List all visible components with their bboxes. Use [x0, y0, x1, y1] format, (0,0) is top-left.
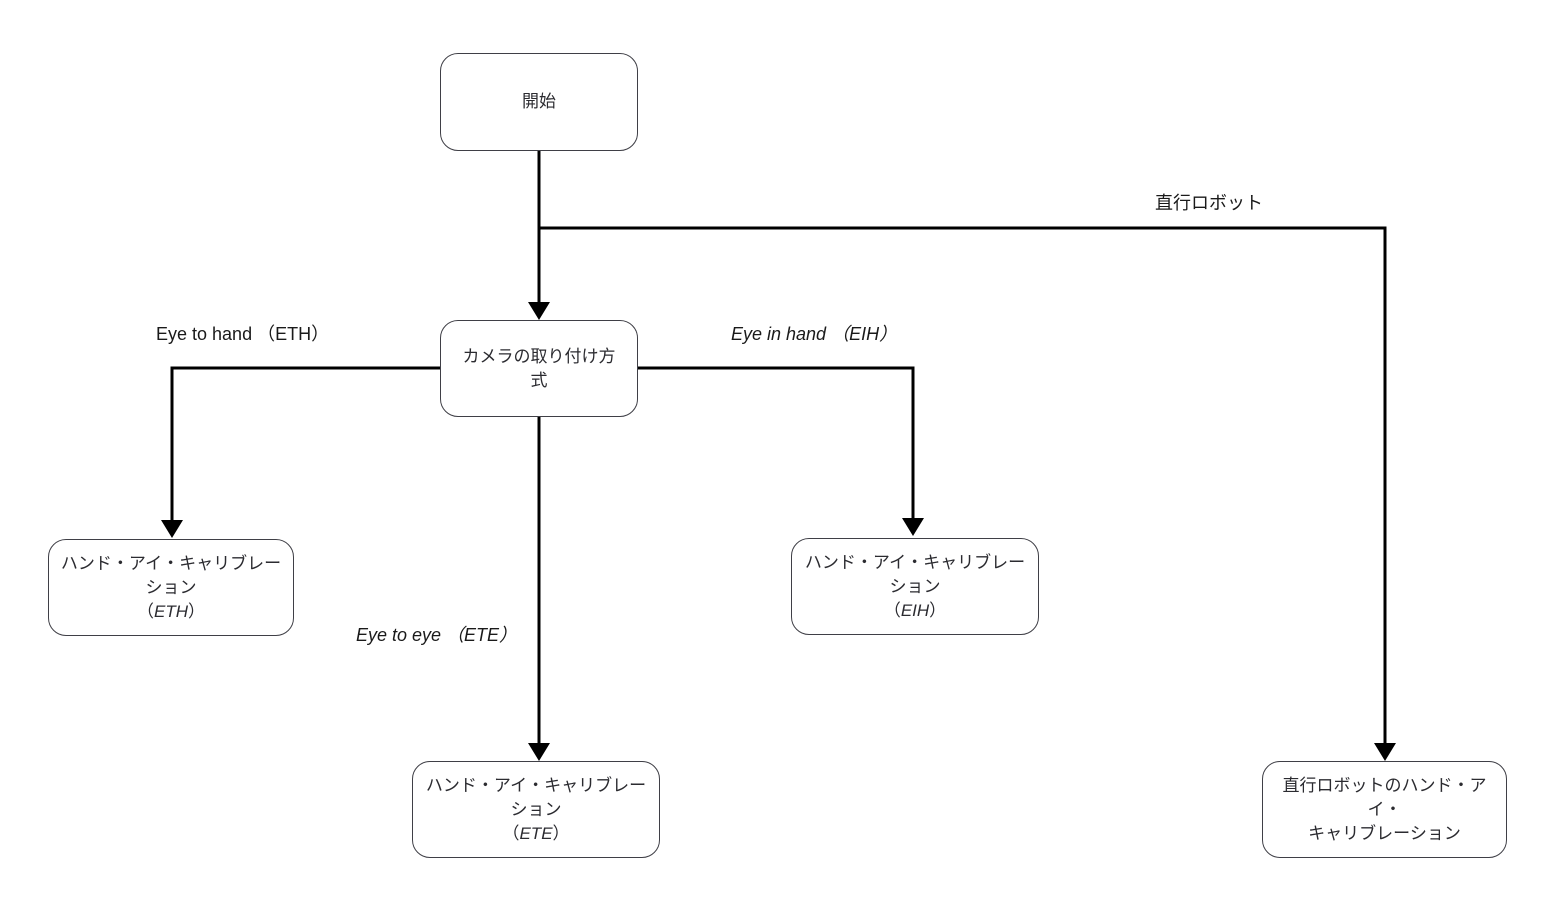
node-eth-line2: （ETH）	[137, 601, 205, 621]
edge-label-eth: Eye to hand （ETH）	[156, 324, 330, 344]
edge-cartesian-branch	[539, 226, 1396, 761]
edge-label-eih: Eye in hand （EIH）	[731, 324, 898, 344]
node-cartesian-line2: キャリブレーション	[1308, 823, 1461, 843]
edge-camera-to-eih	[638, 366, 924, 536]
node-eth-line1: ハンド・アイ・キャリブレーション	[60, 553, 282, 597]
node-eih-calibration: ハンド・アイ・キャリブレーション （EIH）	[791, 538, 1039, 635]
arrowhead-icon	[528, 743, 550, 761]
arrowhead-icon	[1374, 743, 1396, 761]
edge-label-cartesian: 直行ロボット	[1155, 193, 1263, 213]
edge-camera-to-ete	[528, 417, 550, 761]
node-ete-line2: （ETE）	[502, 823, 570, 843]
arrowhead-icon	[528, 302, 550, 320]
node-eih-line1: ハンド・アイ・キャリブレーション	[804, 552, 1026, 596]
arrowhead-icon	[902, 518, 924, 536]
node-ete-line1: ハンド・アイ・キャリブレーション	[425, 775, 647, 819]
arrowhead-icon	[161, 520, 183, 538]
node-eih-line2: （EIH）	[883, 600, 947, 620]
node-eth-calibration: ハンド・アイ・キャリブレーション （ETH）	[48, 539, 294, 636]
node-cartesian-line1: 直行ロボットのハンド・アイ・	[1282, 775, 1487, 819]
edge-label-ete: Eye to eye （ETE）	[356, 625, 518, 645]
node-camera-mount: カメラの取り付け方 式	[440, 320, 638, 417]
node-start-label: 開始	[522, 92, 556, 111]
node-start: 開始	[440, 53, 638, 151]
edge-camera-to-eth	[161, 366, 440, 538]
node-camera-mount-line2: 式	[530, 370, 548, 390]
node-cartesian-calibration: 直行ロボットのハンド・アイ・ キャリブレーション	[1262, 761, 1507, 858]
node-camera-mount-line1: カメラの取り付け方	[462, 346, 616, 366]
node-ete-calibration: ハンド・アイ・キャリブレーション （ETE）	[412, 761, 660, 858]
edge-start-to-camera	[528, 151, 550, 320]
